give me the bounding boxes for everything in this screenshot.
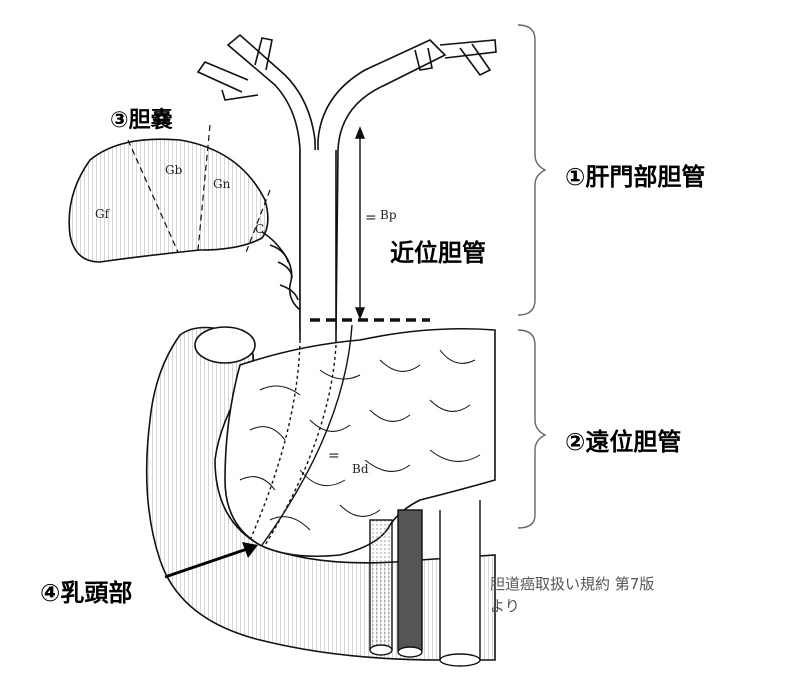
- mark-bp: Bp: [380, 208, 397, 222]
- vessels: [369, 500, 481, 667]
- mark-bp-bar: =: [365, 210, 377, 226]
- mark-gf: Gf: [95, 207, 110, 221]
- mark-gb: Gb: [165, 163, 183, 177]
- mark-gn: Gn: [213, 177, 231, 191]
- mark-bd: Bd: [352, 462, 369, 476]
- label-distal-duct: ②遠位胆管: [565, 428, 682, 456]
- source-line-2: より: [490, 597, 520, 615]
- label-gallbladder: ③胆嚢: [110, 108, 173, 133]
- source-line-1: 胆道癌取扱い規約 第7版: [490, 575, 655, 593]
- label-papilla: ④乳頭部: [40, 579, 133, 607]
- gallbladder-shape: [68, 138, 301, 311]
- mark-c: C: [255, 222, 265, 236]
- label-proximal-duct: 近位胆管: [390, 239, 486, 267]
- bile-duct-tree: [196, 33, 497, 345]
- label-hilar-duct: ①肝門部胆管: [565, 163, 706, 191]
- source-note: 胆道癌取扱い規約 第7版 より: [490, 573, 654, 617]
- mark-bd-bar: =: [328, 448, 340, 464]
